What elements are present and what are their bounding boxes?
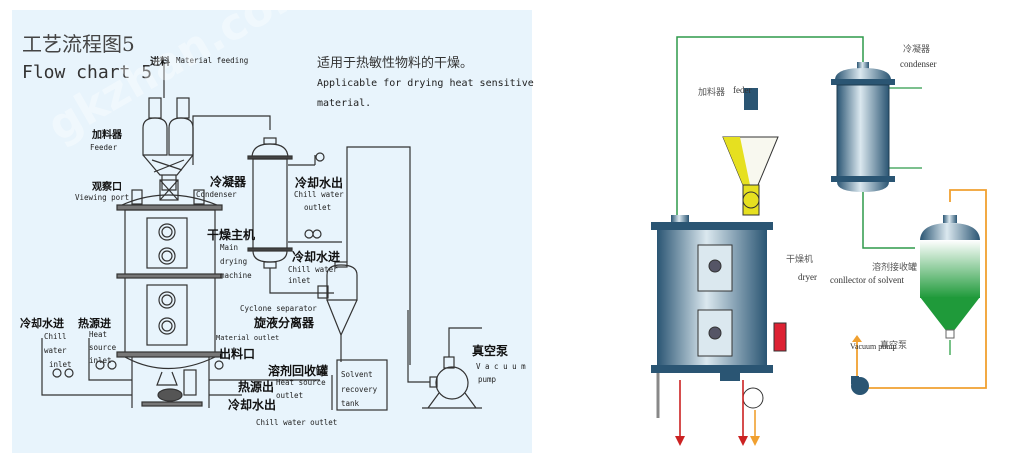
label-vacuum-pump-en-2: pump bbox=[478, 375, 497, 384]
left-flow-chart-panel: 工艺流程图5 Flow chart 5 适用于热敏性物料的干燥。 Applica… bbox=[12, 0, 534, 453]
vapor-line bbox=[676, 36, 864, 215]
label-vacuum-pump-en: Vacuum pump bbox=[850, 342, 897, 351]
label-vacuum-pump-cn: 真空泵 bbox=[880, 341, 908, 351]
label-chill-water-outlet-en-1: Chill water bbox=[294, 190, 344, 199]
label-collector-en: conllector of solvent bbox=[830, 275, 904, 285]
label-chill-water-outlet-en-2: outlet bbox=[304, 203, 332, 212]
condenser-vessel bbox=[831, 62, 895, 192]
label-chill-water-inlet-en-1: Chill water bbox=[288, 265, 338, 274]
label-chill-water-inlet-cn: 冷却水进 bbox=[292, 250, 341, 264]
label-main-drying-cn: 干燥主机 bbox=[207, 228, 256, 242]
label-main-drying-en-3: machine bbox=[220, 271, 252, 280]
feeder-hopper bbox=[722, 88, 779, 216]
solvent-tank-drawing bbox=[336, 359, 388, 411]
return-line bbox=[346, 146, 411, 365]
main-dryer-body bbox=[116, 189, 223, 408]
label-viewing-port-cn: 观察口 bbox=[92, 182, 122, 193]
label-heat-source-inlet-cn: 热源进 bbox=[78, 317, 111, 330]
label-left-chill-inlet-en-2: water bbox=[44, 346, 67, 355]
label-viewing-port-en: Viewing port bbox=[75, 193, 130, 202]
label-heat-source-inlet-en-3: inlet bbox=[89, 356, 112, 365]
solvent-collector-vessel bbox=[920, 215, 980, 355]
heat-source-pipe bbox=[88, 338, 132, 381]
label-cyclone-cn: 旋液分离器 bbox=[254, 316, 315, 330]
label-solvent-tank-cn: 溶剂回收罐 bbox=[268, 364, 329, 378]
title-cn: 工艺流程图5 bbox=[22, 32, 135, 56]
label-heat-source-inlet-en-2: source bbox=[89, 343, 117, 352]
cyclone-separator-drawing bbox=[317, 261, 358, 362]
label-feeder-en: feder bbox=[733, 85, 752, 95]
label-material-feeding-cn: 进料 bbox=[150, 57, 170, 68]
cooling-water-lines bbox=[888, 87, 922, 169]
vapor-line-to-condenser bbox=[192, 115, 271, 165]
outlet-arrow-3 bbox=[750, 436, 760, 446]
label-left-chill-inlet-en-3: inlet bbox=[49, 360, 72, 369]
label-heat-source-outlet-en-2: outlet bbox=[276, 391, 304, 400]
label-feeder-en: Feeder bbox=[90, 143, 118, 152]
left-line-drawing bbox=[41, 62, 482, 411]
label-condenser-en: condenser bbox=[900, 59, 937, 69]
label-heat-source-inlet-en-1: Heat bbox=[89, 330, 108, 339]
description-en-2: material. bbox=[317, 98, 372, 109]
label-chill-water-outlet-cn: 冷却水出 bbox=[295, 176, 344, 190]
dryer-vessel bbox=[651, 215, 787, 418]
label-material-outlet-en: Material outlet bbox=[216, 334, 280, 342]
label-dryer-cn: 干燥机 bbox=[786, 255, 814, 265]
outlet-arrow-1 bbox=[675, 436, 685, 446]
label-heat-source-outlet-en-1: Heat source bbox=[276, 378, 326, 387]
label-vacuum-pump-cn: 真空泵 bbox=[472, 344, 509, 358]
label-material-outlet-cn: 出料口 bbox=[219, 347, 256, 361]
condenser-drawing bbox=[247, 137, 342, 294]
label-cyclone-en: Cyclone separator bbox=[240, 304, 317, 313]
description-cn: 适用于热敏性物料的干燥。 bbox=[317, 56, 474, 71]
right-equipment-drawing bbox=[651, 36, 987, 446]
label-collector-cn: 溶剂接收罐 bbox=[872, 263, 918, 273]
outlet-arrow-2 bbox=[738, 436, 748, 446]
label-material-feeding-en: Material feeding bbox=[176, 56, 249, 65]
vacuum-pump bbox=[851, 376, 869, 395]
condensate-line bbox=[862, 190, 915, 249]
label-feeder-cn: 加料器 bbox=[92, 130, 122, 141]
label-main-drying-en-1: Main bbox=[220, 243, 239, 252]
label-heat-source-outlet-cn: 热源出 bbox=[238, 380, 275, 394]
label-bottom-chill-outlet-cn: 冷却水出 bbox=[228, 398, 277, 412]
left-chill-pipe bbox=[41, 338, 132, 396]
label-left-chill-inlet-en-1: Chill bbox=[44, 332, 67, 341]
label-left-chill-inlet-cn: 冷却水进 bbox=[20, 317, 64, 330]
label-condenser-en: Condenser bbox=[196, 190, 237, 199]
label-condenser-cn: 冷凝器 bbox=[903, 45, 931, 55]
vacuum-pump-drawing bbox=[407, 310, 482, 409]
label-bottom-chill-outlet-en: Chill water outlet bbox=[256, 418, 338, 427]
label-chill-water-inlet-en-2: inlet bbox=[288, 276, 311, 285]
label-vacuum-pump-en-1: V a c u u m bbox=[476, 362, 526, 371]
vacuum-line bbox=[862, 189, 987, 389]
feeder-hoppers bbox=[142, 97, 194, 201]
label-feeder-cn: 加料器 bbox=[698, 88, 726, 98]
title-en: Flow chart 5 bbox=[22, 62, 153, 83]
label-solvent-tank-en-2: recovery bbox=[341, 385, 378, 394]
right-3d-diagram-panel: 加料器 feder 冷凝器 condenser 干燥机 dryer 溶剂接收罐 … bbox=[560, 0, 1034, 467]
label-dryer-en: dryer bbox=[798, 272, 817, 282]
description-en-1: Applicable for drying heat sensitive bbox=[317, 78, 534, 89]
label-solvent-tank-en-1: Solvent bbox=[341, 370, 373, 379]
label-condenser-cn: 冷凝器 bbox=[210, 175, 247, 189]
label-solvent-tank-en-3: tank bbox=[341, 399, 360, 408]
label-main-drying-en-2: drying bbox=[220, 257, 248, 266]
